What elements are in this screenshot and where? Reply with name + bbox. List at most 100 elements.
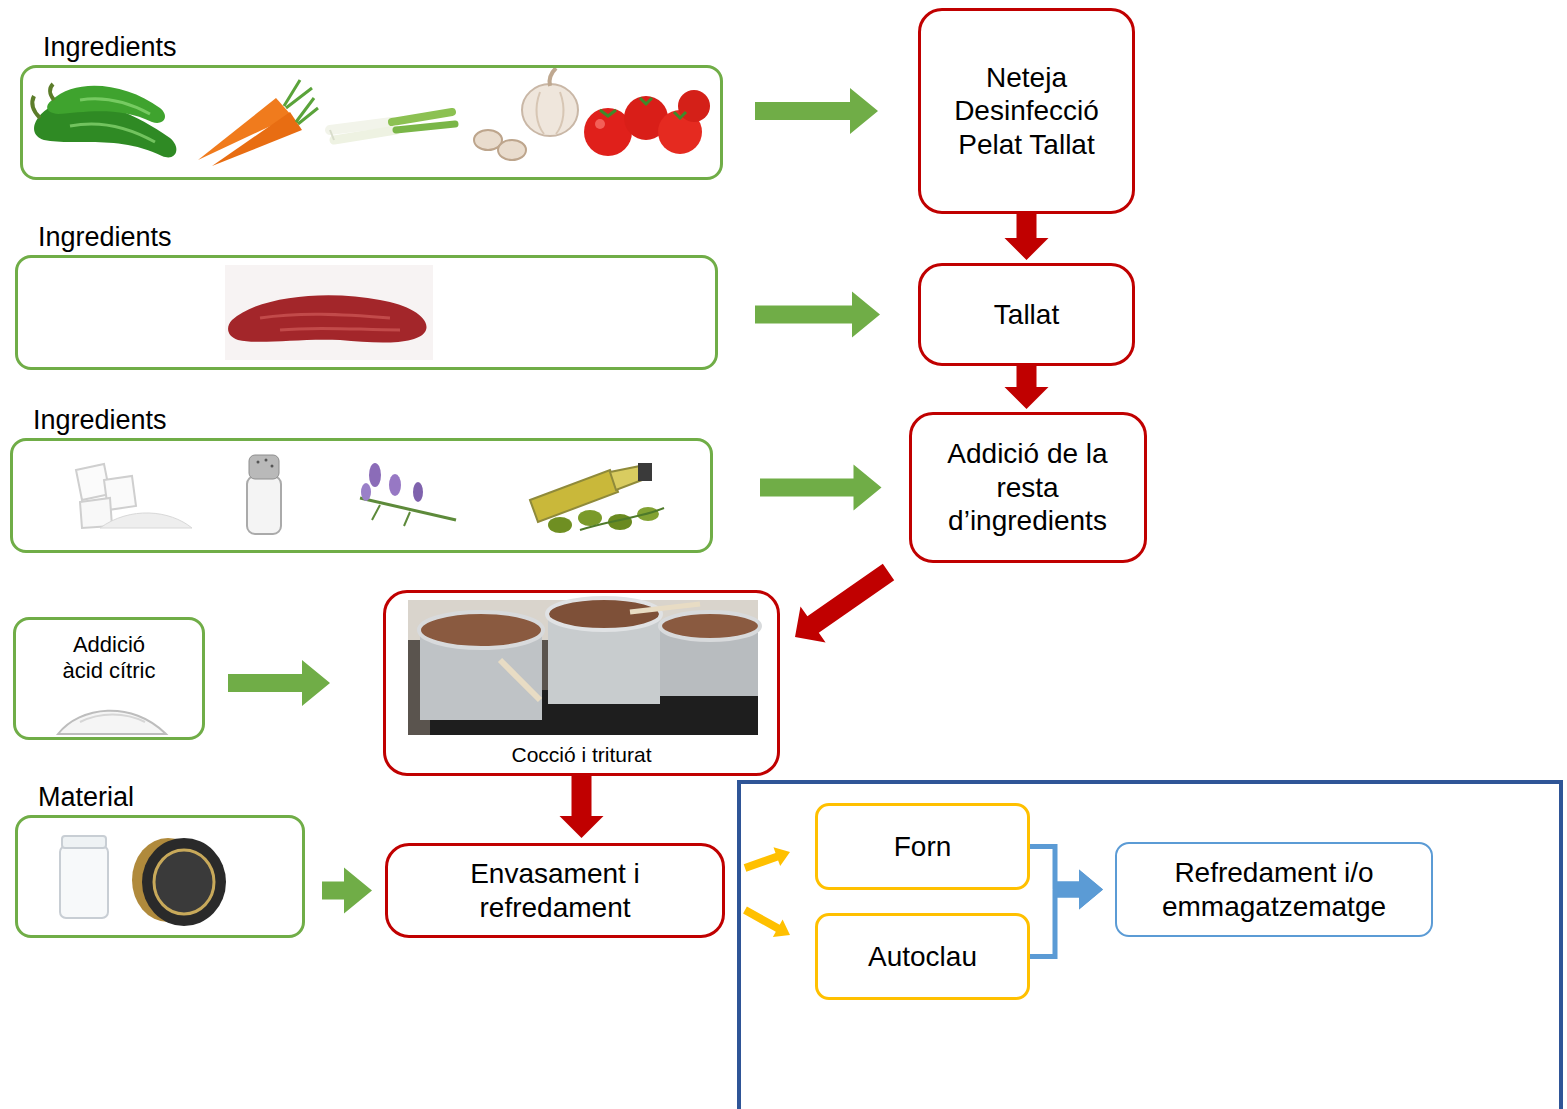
lavender-sprig-part xyxy=(372,505,410,526)
jar-lids-part xyxy=(154,850,214,914)
treatment-box: Forn xyxy=(815,803,1030,890)
process-box: Tallat xyxy=(918,263,1135,366)
arrow-shape xyxy=(760,465,882,511)
salt-shaker-part xyxy=(271,465,274,468)
garlic-part xyxy=(522,84,578,136)
flow-arrow xyxy=(795,564,894,643)
garlic-part xyxy=(498,140,526,160)
ingredient-box: Addició àcid cítric xyxy=(13,617,205,740)
arrow-shape xyxy=(743,907,790,937)
storage-box: Refredament i/o emmagatzematge xyxy=(1115,842,1433,937)
tomatoes xyxy=(584,90,710,156)
box-heading: Ingredients xyxy=(43,31,177,63)
flow-arrow xyxy=(560,776,604,838)
spring-onions xyxy=(330,112,455,140)
flow-arrow xyxy=(755,292,880,338)
spring-onions-part xyxy=(330,130,334,140)
flow-arrow xyxy=(744,847,790,872)
ingredient-box: Ingredients xyxy=(15,255,718,370)
lavender-sprig-part xyxy=(369,463,381,487)
treatment-box: Autoclau xyxy=(815,913,1030,1000)
cooking-photo-part xyxy=(500,660,540,700)
arrow-shape xyxy=(322,868,372,914)
arrow-lead xyxy=(1030,847,1055,890)
flow-arrow xyxy=(755,88,878,134)
olive-oil xyxy=(530,463,664,533)
flow-arrow xyxy=(1005,214,1049,260)
ingredient-box: Material xyxy=(15,815,305,938)
box-heading: Material xyxy=(38,781,134,813)
flow-arrow xyxy=(1030,870,1103,957)
node-label: Forn xyxy=(894,830,952,864)
arrow-shape xyxy=(228,660,330,706)
olive-oil-part xyxy=(580,508,664,530)
glass-jar-part xyxy=(60,846,108,918)
carrots-part xyxy=(212,112,302,166)
box-heading: Ingredients xyxy=(33,404,167,436)
arrow-shape xyxy=(1005,366,1049,409)
citric-acid-powder xyxy=(58,711,166,734)
process-box: Envasament i refredament xyxy=(385,843,725,938)
salt-shaker-part xyxy=(249,455,279,479)
arrow-shape xyxy=(1053,870,1103,910)
ingredient-box: Ingredients xyxy=(20,65,723,180)
arrow-shape xyxy=(560,776,604,838)
olive-oil-part xyxy=(638,463,652,481)
lavender-sprig-part xyxy=(361,483,371,501)
salt-shaker-part xyxy=(257,461,260,464)
olive-oil-part xyxy=(530,470,618,522)
node-label: Addició de la resta d’ingredients xyxy=(923,437,1133,538)
node-label: Tallat xyxy=(994,298,1059,332)
salt-shaker xyxy=(247,455,281,534)
garlic-part xyxy=(537,92,564,134)
lavender-sprig-part xyxy=(389,474,401,496)
meat-piece-part xyxy=(228,295,426,342)
node-label: Refredament i/o emmagatzematge xyxy=(1144,856,1404,923)
box-heading: Ingredients xyxy=(38,221,172,253)
carrots-part xyxy=(284,80,318,124)
flow-arrow xyxy=(1030,847,1103,910)
arrow-shape xyxy=(744,847,790,872)
glass-jar-part xyxy=(62,836,106,848)
tomatoes-part xyxy=(600,98,686,118)
green-peppers-part xyxy=(47,86,165,123)
salt-shaker-part xyxy=(265,459,268,462)
cooking-photo-part xyxy=(630,604,700,612)
node-label: Cocció i triturat xyxy=(511,742,651,767)
lavender-sprig-part xyxy=(413,482,423,502)
green-peppers xyxy=(32,84,176,157)
group-frame: FornAutoclau Refredament i/o emmagatzemat… xyxy=(737,780,1563,1109)
tomatoes-part xyxy=(595,119,605,129)
green-peppers-part xyxy=(70,124,155,142)
lavender-sprig xyxy=(360,463,456,526)
jar-lids xyxy=(132,838,226,926)
arrow-shape xyxy=(1005,214,1049,260)
cooking-photo-part xyxy=(547,598,661,630)
node-label: Addició àcid cítric xyxy=(54,632,164,685)
flow-arrow xyxy=(1005,366,1049,409)
meat-piece xyxy=(225,265,433,360)
node-label: Envasament i refredament xyxy=(455,857,655,924)
olive-oil-part xyxy=(610,466,642,490)
flow-arrow xyxy=(322,868,372,914)
arrow-shape xyxy=(1053,870,1103,910)
flow-arrow xyxy=(760,465,882,511)
citric-acid-powder-part xyxy=(58,711,166,734)
process-box: Neteja Desinfecció Pelat Tallat xyxy=(918,8,1135,214)
flow-arrow xyxy=(743,907,790,937)
glass-jar xyxy=(60,836,108,918)
process-box: Addició de la resta d’ingredients xyxy=(909,412,1147,563)
olive-oil-part xyxy=(578,510,602,526)
node-label: Autoclau xyxy=(868,940,977,974)
arrow-shape xyxy=(795,564,894,643)
arrow-lead xyxy=(1030,890,1055,957)
spring-onions-part xyxy=(392,112,452,122)
sugar xyxy=(76,464,192,528)
flow-arrow xyxy=(228,660,330,706)
spring-onions-part xyxy=(396,124,455,130)
process-box: Cocció i triturat xyxy=(383,590,780,776)
carrots xyxy=(198,80,318,166)
citric-acid-powder-part xyxy=(80,715,145,723)
